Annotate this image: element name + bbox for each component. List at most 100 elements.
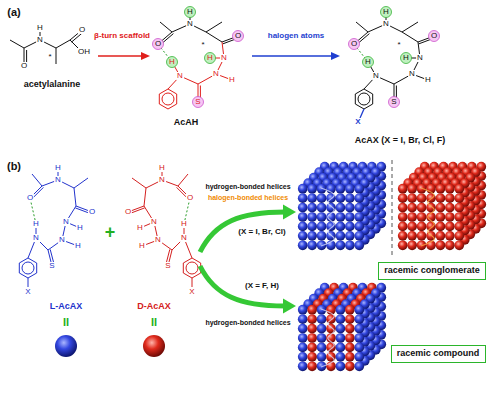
phenyl-ring [159, 89, 176, 109]
atom-label: X [354, 118, 361, 126]
sphere [354, 240, 364, 250]
sphere [345, 352, 355, 362]
sphere [354, 324, 364, 334]
atom-label: H [180, 220, 188, 228]
atom-label: O [124, 208, 132, 216]
sphere [398, 222, 408, 232]
sphere [436, 203, 446, 213]
sphere [354, 184, 364, 194]
sphere [336, 352, 346, 362]
compound-name: acetylalanine [23, 80, 82, 89]
atom-label: H [424, 76, 432, 84]
arrow-label: β-turn scaffold [93, 32, 151, 40]
highlight-circles [349, 7, 440, 108]
atom-label: N [176, 72, 184, 80]
atom-label: S [194, 98, 201, 106]
sphere [298, 333, 308, 343]
sphere [317, 314, 327, 324]
sphere [307, 203, 317, 213]
phenyl-ring [355, 89, 372, 109]
sphere [436, 212, 446, 222]
sphere [336, 361, 346, 371]
sphere [336, 305, 346, 315]
arrow-label: hydrogen-bonded helices [204, 319, 291, 326]
sphere [354, 361, 364, 371]
sphere [407, 231, 417, 241]
atom-label: * [47, 53, 52, 61]
arrow-head [331, 52, 340, 60]
sphere [417, 222, 427, 232]
arrow-label: halogen-bonded helices [207, 194, 289, 201]
green-arrows [200, 205, 296, 314]
sphere [317, 203, 327, 213]
sphere [407, 240, 417, 250]
sphere [398, 231, 408, 241]
atom-label: O [186, 194, 194, 202]
sphere [454, 231, 464, 241]
atom-label: H [168, 58, 176, 66]
halogen-bond [360, 109, 364, 118]
atom-label: * [396, 41, 401, 49]
atom-label: N [58, 236, 66, 244]
donor-circle [401, 53, 412, 64]
l-enantiomer-structure [19, 168, 92, 287]
helix-trace [321, 309, 334, 367]
acceptor-circle [193, 97, 204, 108]
aromatic-circle [22, 262, 34, 274]
result-label: racemic compound [397, 349, 480, 359]
sphere [298, 193, 308, 203]
sphere [407, 193, 417, 203]
divider-line [392, 160, 393, 257]
sphere [336, 231, 346, 241]
sphere [417, 212, 427, 222]
arrow-head [283, 205, 296, 220]
sphere [317, 343, 327, 353]
sphere [354, 343, 364, 353]
sphere [345, 333, 355, 343]
sphere [298, 203, 308, 213]
sphere [317, 231, 327, 241]
sphere [398, 203, 408, 213]
mixed-crystal [298, 283, 386, 371]
sphere [354, 222, 364, 232]
sphere [298, 343, 308, 353]
aromatic-circle [186, 262, 198, 274]
atom-label: H [206, 54, 214, 62]
arrow-head [141, 52, 150, 60]
atom-label: S [48, 262, 55, 270]
result-label: racemic conglomerate [384, 266, 480, 276]
sphere [398, 193, 408, 203]
donor-circle [363, 57, 374, 68]
sphere [298, 212, 308, 222]
sphere [307, 240, 317, 250]
sphere [445, 184, 455, 194]
sphere [317, 193, 327, 203]
sphere [436, 231, 446, 241]
atom-label: O [88, 208, 96, 216]
l-sphere [55, 335, 77, 357]
donor-circle [205, 53, 216, 64]
sphere [298, 231, 308, 241]
sphere [454, 203, 464, 213]
atom-label: N [408, 70, 416, 78]
atom-label: H [32, 220, 40, 228]
sphere [345, 305, 355, 315]
sphere [407, 212, 417, 222]
sphere [307, 231, 317, 241]
atom-label: N [158, 176, 166, 184]
sphere [454, 184, 464, 194]
sphere [307, 343, 317, 353]
sphere [445, 203, 455, 213]
aromatic-circle [162, 93, 174, 105]
sphere [345, 314, 355, 324]
sphere [345, 361, 355, 371]
sphere [445, 222, 455, 232]
equals-sign: II [150, 317, 158, 328]
atom-label: H [382, 8, 390, 16]
sphere [307, 193, 317, 203]
arrow-head [283, 299, 296, 314]
atom-label: H [54, 164, 62, 172]
atom-label: H [186, 8, 194, 16]
bond-lines [28, 168, 92, 287]
sphere [407, 222, 417, 232]
